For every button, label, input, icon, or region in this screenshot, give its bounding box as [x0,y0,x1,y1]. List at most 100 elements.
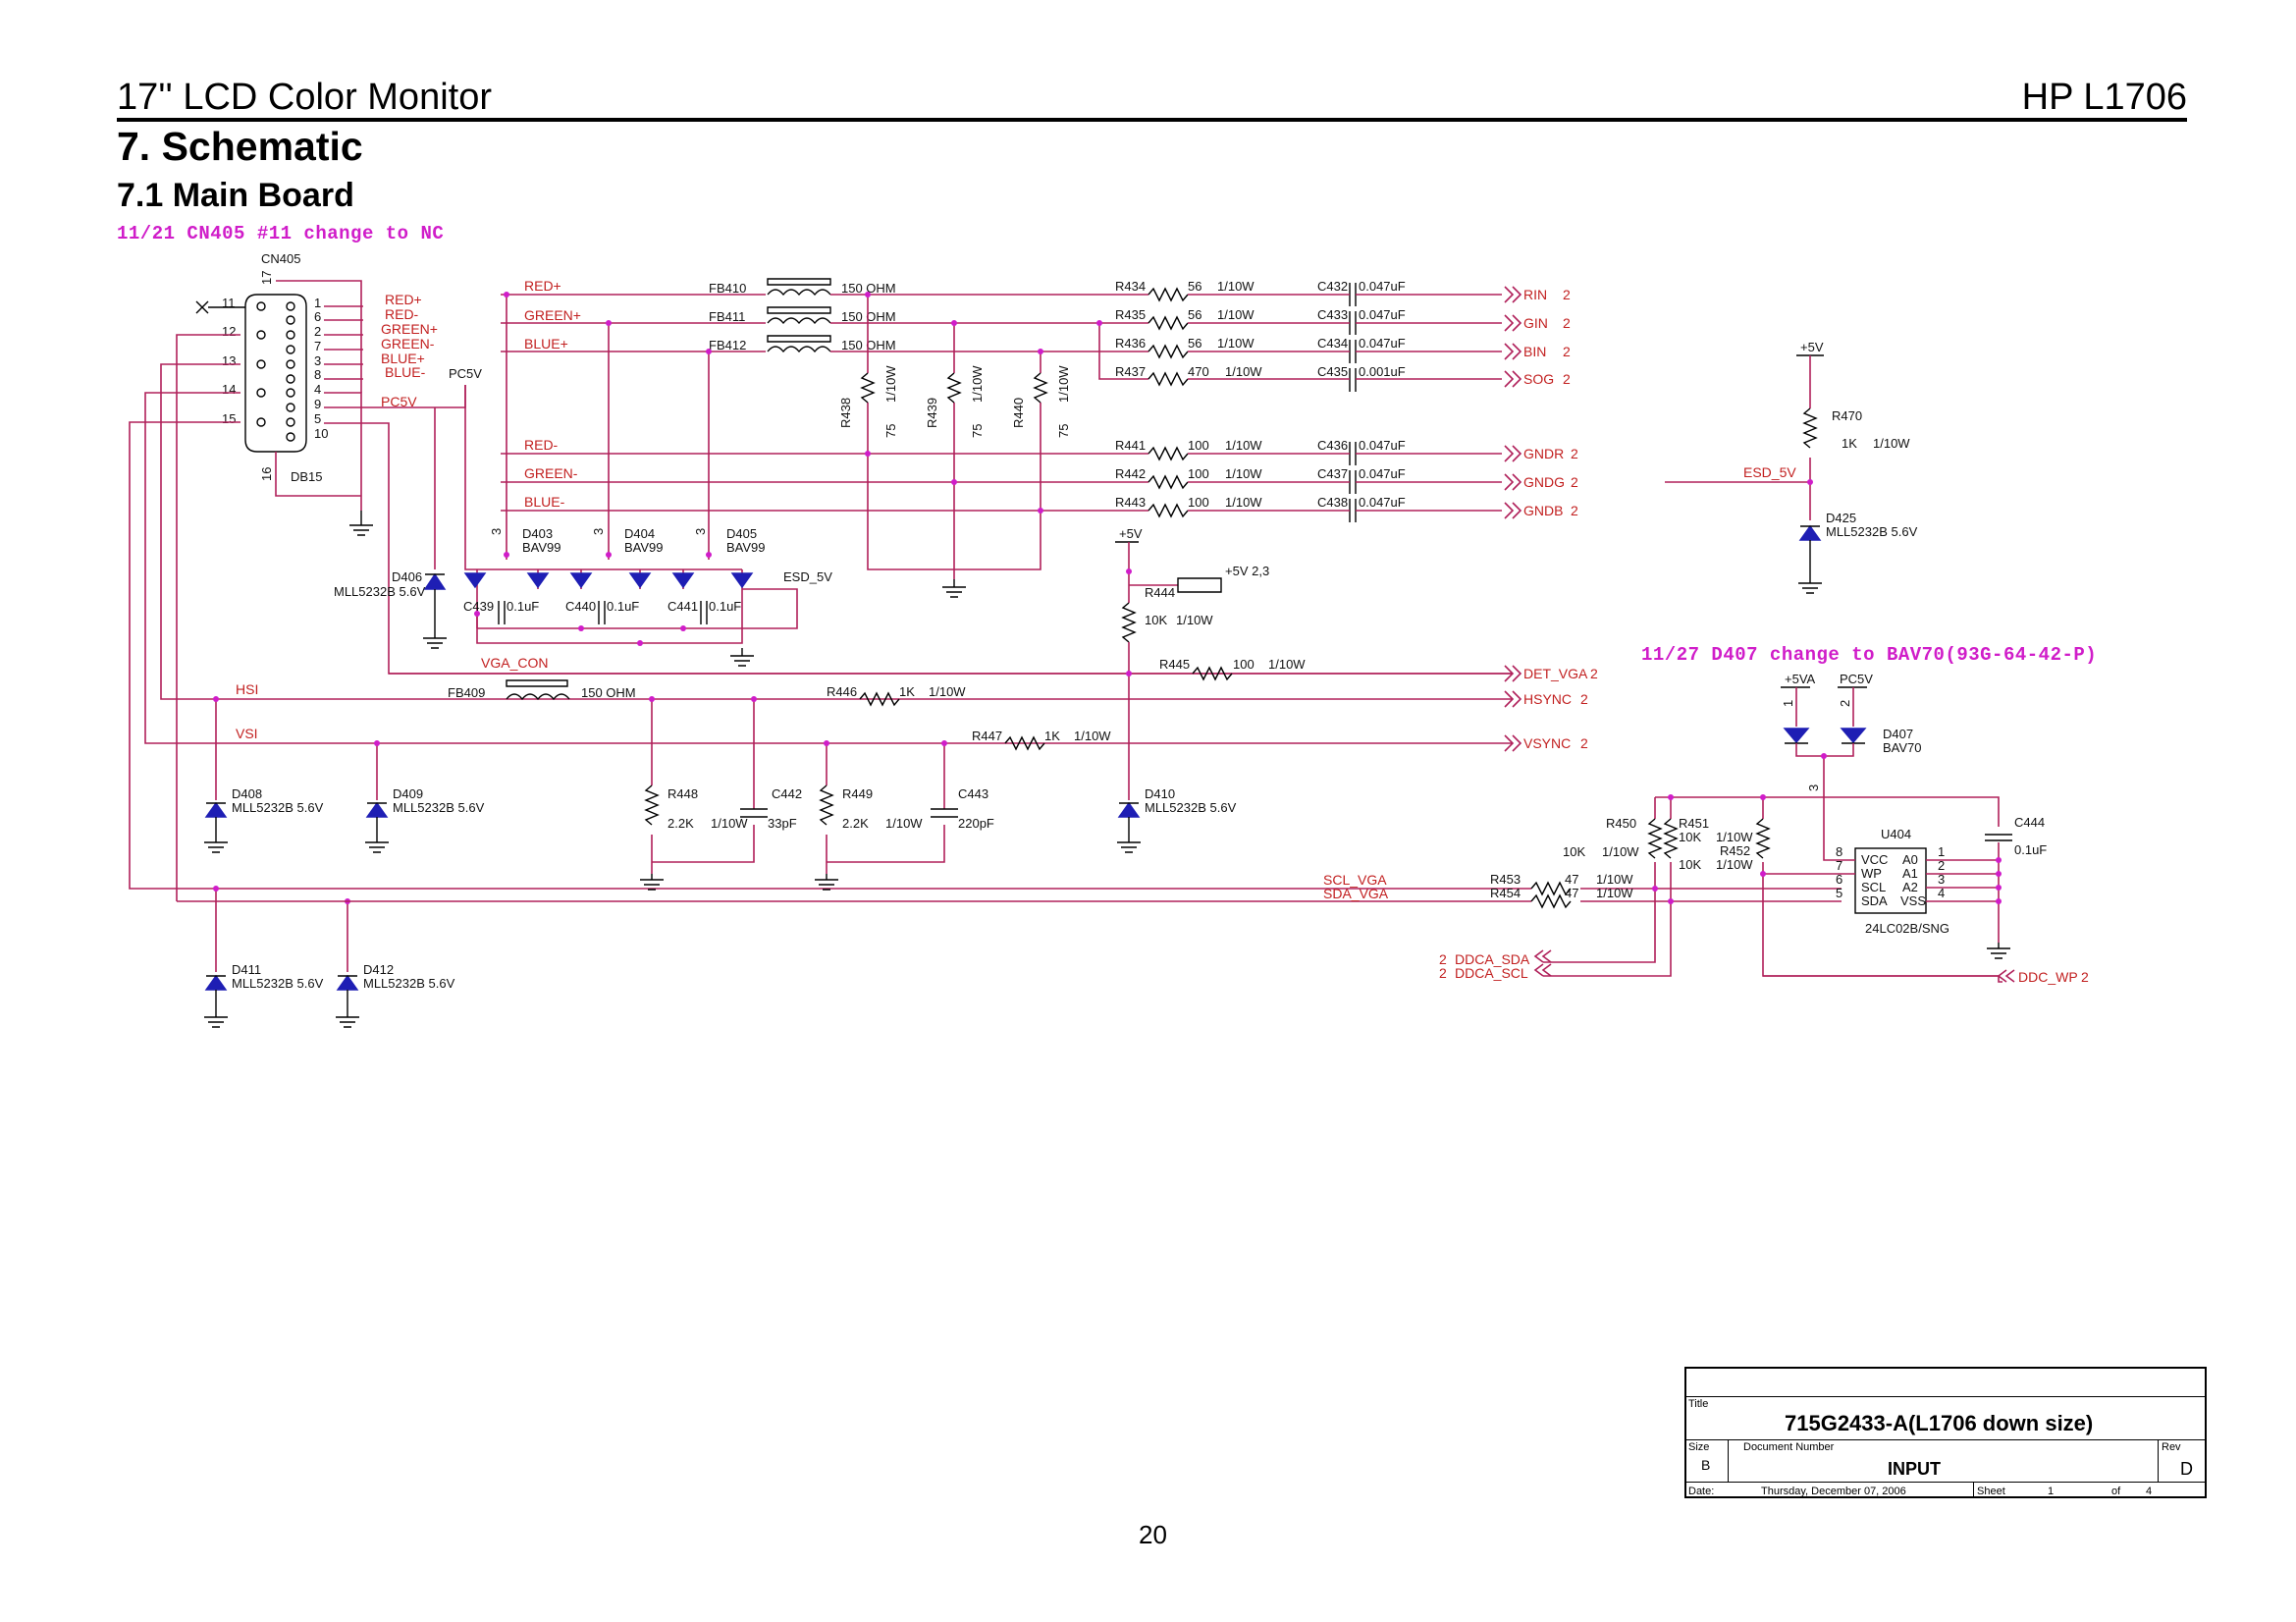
svg-text:A2: A2 [1902,880,1918,894]
svg-text:+5V: +5V [1800,340,1824,354]
svg-text:D406: D406 [392,569,422,584]
svg-text:56: 56 [1188,336,1201,351]
svg-text:7: 7 [1836,858,1842,873]
svg-text:R434: R434 [1115,279,1146,294]
svg-text:BAV70: BAV70 [1883,740,1922,755]
svg-text:2: 2 [1571,474,1578,490]
svg-text:BAV99: BAV99 [522,540,561,555]
svg-text:2: 2 [1439,951,1447,967]
svg-text:0.047uF: 0.047uF [1359,307,1406,322]
svg-text:FB410: FB410 [709,281,746,296]
svg-text:R442: R442 [1115,466,1146,481]
svg-text:2: 2 [314,324,321,339]
svg-text:2: 2 [1563,344,1571,359]
svg-text:0.047uF: 0.047uF [1359,279,1406,294]
revision: D [2180,1459,2193,1479]
model-name: HP L1706 [2021,77,2187,118]
svg-text:RED+: RED+ [385,292,422,307]
svg-text:R440: R440 [1011,398,1026,428]
svg-text:U404: U404 [1881,827,1911,841]
svg-text:SCL: SCL [1861,880,1886,894]
svg-text:+5VA: +5VA [1785,672,1816,686]
title-label: Title [1688,1398,1709,1410]
svg-text:HSI: HSI [236,681,258,697]
svg-text:ESD_5V: ESD_5V [783,569,832,584]
svg-text:DET_VGA: DET_VGA [1523,666,1588,681]
svg-text:BAV99: BAV99 [726,540,766,555]
drawing-title: 715G2433-A(L1706 down size) [1785,1411,2094,1435]
svg-text:47: 47 [1565,886,1578,900]
row-gndg: R442 100 1/10W C437 0.047uF GNDG 2 [1115,466,1578,494]
svg-text:1/10W: 1/10W [1217,336,1255,351]
row-det-vga: R445 100 1/10W DET_VGA 2 [1159,657,1598,682]
svg-text:R451: R451 [1679,816,1709,831]
svg-text:2.2K: 2.2K [667,816,694,831]
row-sog: R437 470 1/10W C435 0.001uF SOG 2 [1115,364,1571,392]
series-chain: R434 56 1/10W C432 0.047uF RIN 2 R435 56… [1115,279,1578,522]
svg-text:1/10W: 1/10W [1716,830,1753,844]
svg-text:4: 4 [314,382,321,397]
svg-text:D407: D407 [1883,727,1913,741]
svg-text:BIN: BIN [1523,344,1546,359]
ferrite-fb411: FB411 150 OHM [709,306,896,325]
svg-text:R449: R449 [842,786,873,801]
svg-text:75: 75 [883,424,898,438]
row-hsync: R446 1K 1/10W HSYNC 2 [827,684,1588,708]
ferrite-fb410: FB410 150 OHM [709,278,896,297]
svg-text:R444: R444 [1145,585,1175,600]
svg-text:D410: D410 [1145,786,1175,801]
svg-text:1/10W: 1/10W [1873,436,1910,451]
svg-text:C441: C441 [667,599,698,614]
svg-text:2: 2 [1571,503,1578,518]
size-label: Size [1688,1441,1710,1453]
svg-text:VSI: VSI [236,726,258,741]
of-label: of [2111,1486,2121,1497]
svg-text:R454: R454 [1490,886,1521,900]
svg-text:C440: C440 [565,599,596,614]
svg-text:10K: 10K [1563,844,1585,859]
svg-text:R439: R439 [925,398,939,428]
cn405-type: DB15 [291,469,323,484]
svg-text:100: 100 [1188,495,1209,510]
title-block: Title 715G2433-A(L1706 down size) Size B… [1684,1367,2207,1498]
svg-text:DDCA_SCL: DDCA_SCL [1455,965,1528,981]
svg-text:2: 2 [1563,287,1571,302]
svg-text:150 OHM: 150 OHM [581,685,636,700]
svg-text:1/10W: 1/10W [1596,886,1633,900]
svg-text:14: 14 [222,382,236,397]
svg-text:56: 56 [1188,307,1201,322]
svg-text:75: 75 [1056,424,1071,438]
esd-bav99-array: 3 3 3 D403 BAV99 D404 BAV99 D405 BAV99 E… [463,385,832,667]
svg-text:MLL5232B 5.6V: MLL5232B 5.6V [1826,524,1918,539]
svg-text:1/10W: 1/10W [1217,307,1255,322]
svg-text:1/10W: 1/10W [1225,495,1262,510]
svg-text:GREEN+: GREEN+ [524,307,581,323]
svg-text:D425: D425 [1826,511,1856,525]
svg-text:BLUE-: BLUE- [385,364,426,380]
esd-5v-supply: +5V R470 1K 1/10W ESD_5V D425 MLL5232B 5… [1665,340,1918,594]
svg-text:0.1uF: 0.1uF [607,599,639,614]
section-title: 7. Schematic [117,124,363,169]
date-label: Date: [1688,1486,1715,1497]
svg-text:3: 3 [314,353,321,368]
svg-text:GREEN+: GREEN+ [381,321,438,337]
svg-text:VGA_CON: VGA_CON [481,655,548,671]
ddc-eeprom: +5VA PC5V 1 2 D407 BAV70 3 C444 0.1uF R4… [1439,672,2089,985]
svg-text:3: 3 [693,528,708,535]
svg-text:GIN: GIN [1523,315,1548,331]
svg-text:MLL5232B 5.6V: MLL5232B 5.6V [232,800,324,815]
sheet-label: Sheet [1977,1486,2005,1497]
svg-text:0.047uF: 0.047uF [1359,438,1406,453]
svg-text:GREEN-: GREEN- [381,336,435,351]
svg-text:RED-: RED- [524,437,559,453]
svg-text:100: 100 [1188,438,1209,453]
sync-section: VGA_CON R445 100 1/10W DET_VGA 2 HSI FB4… [177,526,1598,1028]
svg-text:2: 2 [1938,858,1945,873]
svg-text:2: 2 [1590,666,1598,681]
svg-text:D409: D409 [393,786,423,801]
svg-text:2: 2 [1563,371,1571,387]
svg-text:R441: R441 [1115,438,1146,453]
svg-text:12: 12 [222,324,236,339]
row-bin: R436 56 1/10W C434 0.047uF BIN 2 [1115,336,1571,363]
svg-text:SDA: SDA [1861,893,1888,908]
